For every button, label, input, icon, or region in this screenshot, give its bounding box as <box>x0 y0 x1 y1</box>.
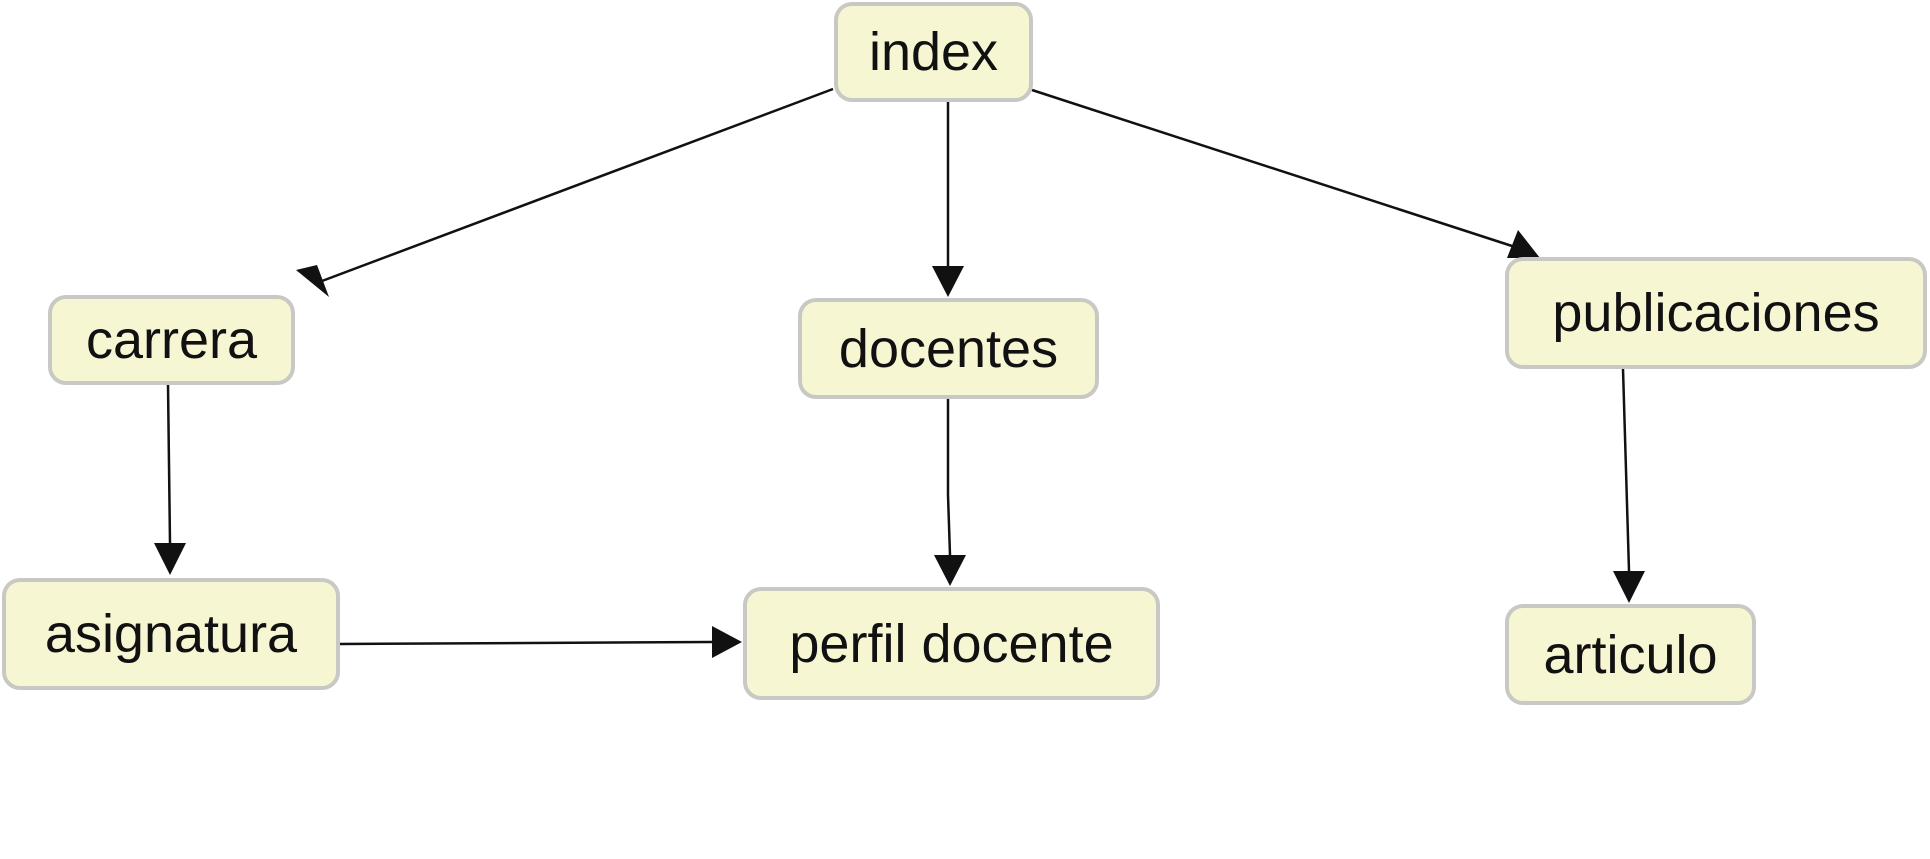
edge-index-to-docentes <box>932 102 964 297</box>
node-asignatura[interactable]: asignatura <box>2 578 340 690</box>
edge-publicaciones-to-articulo <box>1613 368 1645 603</box>
node-perfil-docente[interactable]: perfil docente <box>743 587 1160 700</box>
edge-asignatura-to-perfil-docente <box>339 626 742 658</box>
node-docentes[interactable]: docentes <box>798 298 1099 399</box>
node-articulo[interactable]: articulo <box>1505 604 1756 705</box>
node-publicaciones[interactable]: publicaciones <box>1505 257 1927 369</box>
edge-index-to-carrera <box>296 87 834 297</box>
node-index[interactable]: index <box>834 2 1033 102</box>
node-carrera[interactable]: carrera <box>48 295 295 385</box>
edge-docentes-to-perfil-docente <box>934 399 966 586</box>
edge-carrera-to-asignatura <box>154 384 186 575</box>
arrowhead-icon <box>932 266 964 297</box>
edge-index-to-publicaciones <box>1031 88 1540 258</box>
arrowhead-icon <box>1507 230 1540 258</box>
arrowhead-icon <box>1613 571 1645 603</box>
arrowhead-icon <box>154 543 186 575</box>
arrowhead-icon <box>296 265 329 297</box>
arrowhead-icon <box>712 626 742 658</box>
arrowhead-icon <box>934 555 966 586</box>
